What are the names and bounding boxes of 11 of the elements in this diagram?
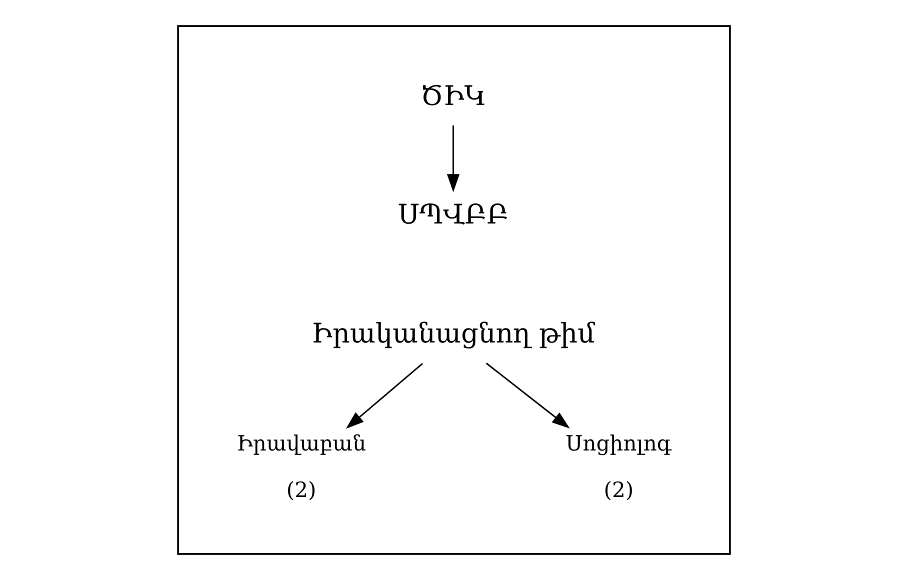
arrow xyxy=(346,362,423,429)
node-label: (2) xyxy=(286,477,316,502)
arrow xyxy=(446,125,460,192)
node-label: (2) xyxy=(604,477,634,502)
node-text: ՍՊՎԲԲ xyxy=(398,200,509,231)
node-text: Սոցիոլոգ xyxy=(566,430,672,456)
node-text: Իրականացնող թիմ xyxy=(312,318,595,350)
arrow xyxy=(486,362,570,429)
cluster xyxy=(177,25,731,555)
node-text: ԾԻԿ xyxy=(420,80,486,112)
node-text: Իրավաբան xyxy=(236,430,366,456)
